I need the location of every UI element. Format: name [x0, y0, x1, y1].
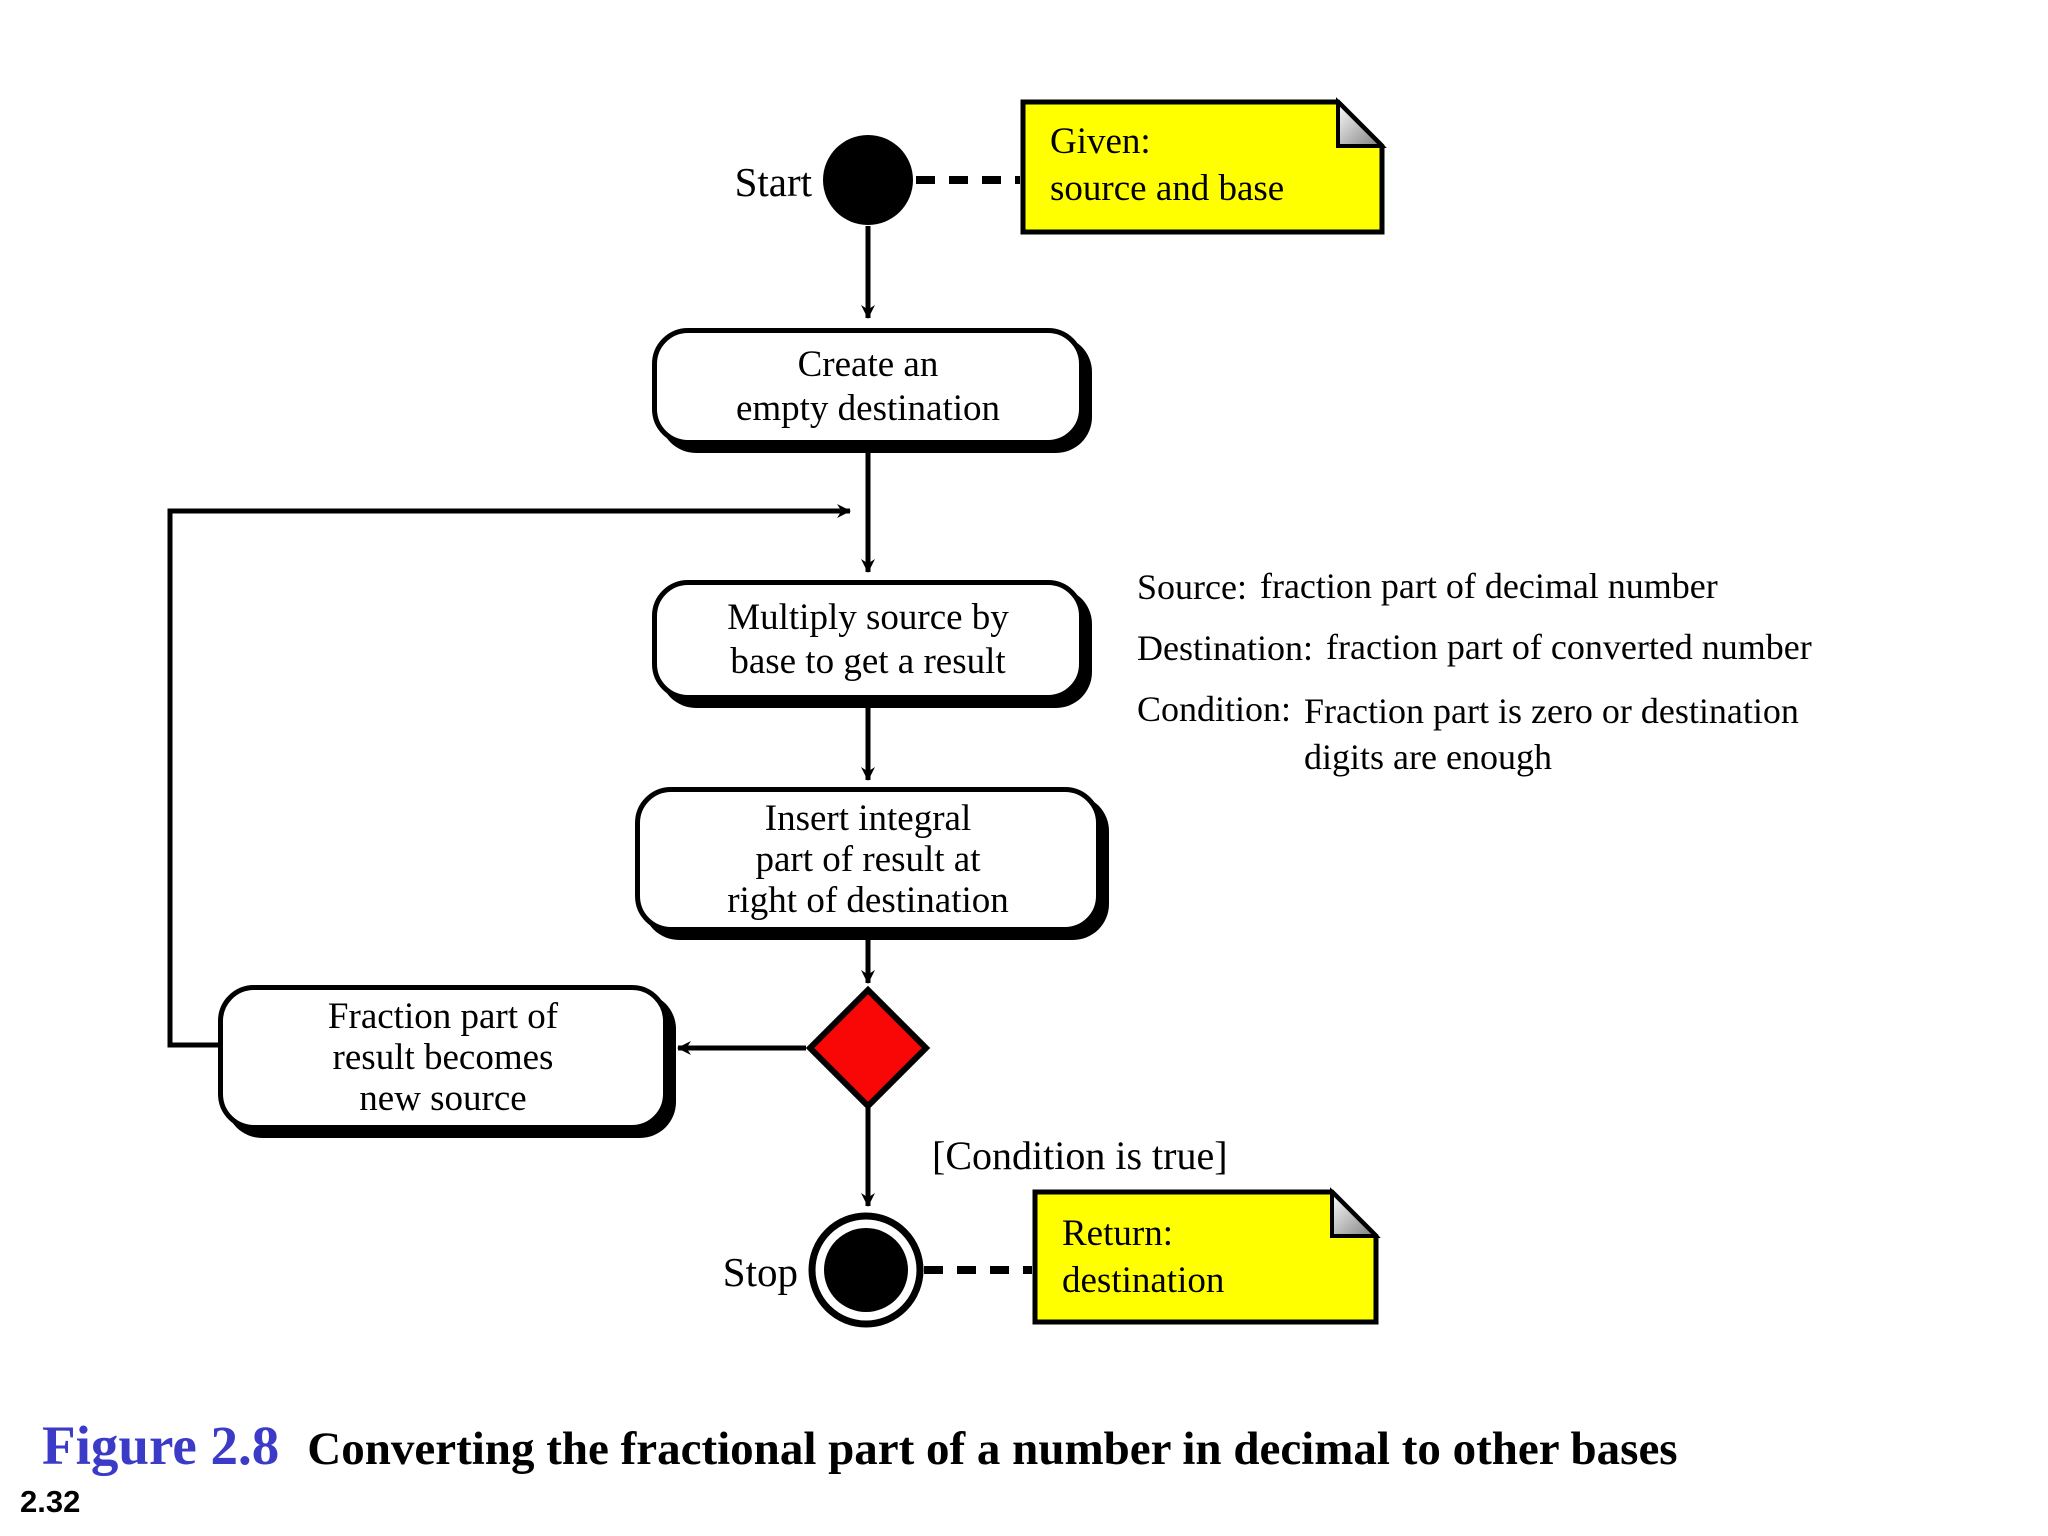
start-label: Start [734, 159, 812, 205]
decision-diamond [805, 985, 931, 1111]
legend-term: Condition: [1137, 689, 1292, 729]
activity-create-line: empty destination [735, 387, 1001, 429]
condition-true-label: [Condition is true] [932, 1133, 1228, 1178]
legend-term: Destination: [1137, 628, 1313, 668]
legend-row-destination: Destination: fraction part of converted … [1137, 627, 1812, 669]
activity-insert-line: part of result at [755, 839, 981, 880]
activity-create-line: Create an [797, 343, 939, 385]
note-given: Given: source and base [1050, 118, 1284, 212]
legend-row-source: Source: fraction part of decimal number [1137, 566, 1812, 608]
flow-loop-back [167, 504, 851, 1048]
stop-label: Stop [722, 1249, 798, 1295]
note-given-shape [1020, 99, 1385, 235]
activity-fraction-line: new source [359, 1078, 527, 1119]
note-return-shape [1032, 1189, 1379, 1325]
note-given-line: Given: [1050, 121, 1151, 162]
legend-definition: digits are enough [1304, 737, 1552, 777]
legend-definition: fraction part of decimal number [1259, 566, 1718, 606]
activity-multiply-line: base to get a result [730, 641, 1006, 682]
legend-term: Source: [1137, 567, 1247, 607]
legend: Source: fraction part of decimal number … [1137, 566, 1812, 799]
activity-insert-line: right of destination [727, 880, 1009, 921]
activity-fraction-line: Fraction part of [327, 996, 559, 1037]
figure-caption-text: Converting the fractional part of a numb… [307, 1423, 1678, 1475]
activity-create: Create an empty destination [652, 328, 1084, 445]
stop-node [824, 1228, 908, 1312]
activity-fraction-line: result becomes [332, 1037, 554, 1078]
figure-caption: Figure 2.8 Converting the fractional part… [42, 1414, 2048, 1477]
note-given-line: source and base [1050, 168, 1285, 209]
activity-multiply: Multiply source by base to get a result [652, 580, 1084, 700]
activity-fraction: Fraction part of result becomes new sour… [218, 985, 668, 1130]
activity-insert: Insert integral part of result at right … [635, 787, 1101, 932]
note-return: Return: destination [1062, 1210, 1224, 1304]
legend-definition: Fraction part is zero or destination [1304, 691, 1799, 731]
note-fold-corner-icon [1336, 97, 1387, 148]
activity-multiply-line: Multiply source by [727, 597, 1009, 638]
note-return-line: destination [1062, 1260, 1225, 1301]
legend-row-condition: Condition: Fraction part is zero or dest… [1137, 688, 1812, 780]
page-number: 2.32 [20, 1484, 81, 1519]
legend-definition: fraction part of converted number [1325, 627, 1812, 667]
start-node [823, 135, 913, 225]
figure-label: Figure 2.8 [42, 1415, 280, 1476]
note-return-line: Return: [1062, 1213, 1173, 1254]
note-fold-corner-icon [1330, 1187, 1381, 1238]
activity-insert-line: Insert integral [764, 798, 972, 839]
